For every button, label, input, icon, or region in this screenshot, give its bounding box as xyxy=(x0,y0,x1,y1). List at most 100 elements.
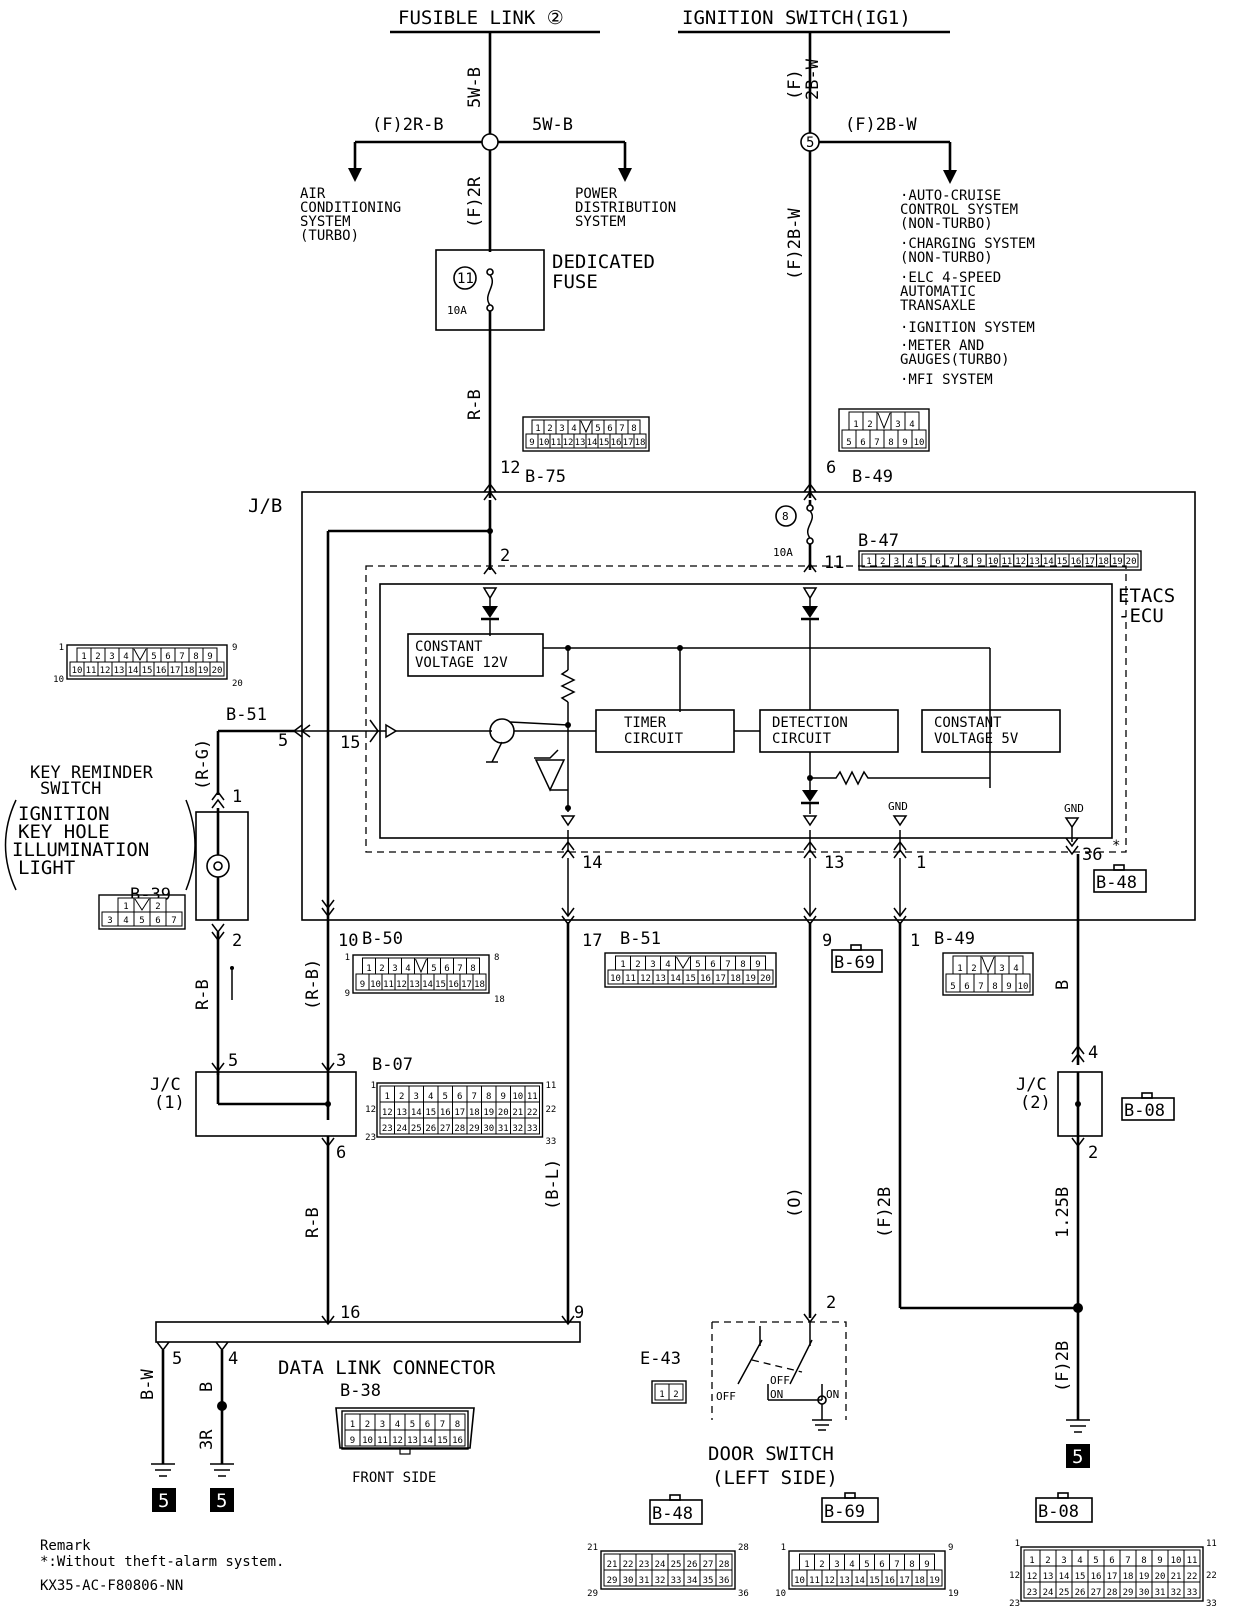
pin-label: 10 xyxy=(370,980,381,990)
pin-label: 13 xyxy=(1043,1572,1054,1582)
pin-label: 9 xyxy=(207,652,212,662)
joint-connector-2: J/C (2) xyxy=(1016,1071,1103,1137)
pin-label: 7 xyxy=(949,557,954,567)
pin-label: 6 xyxy=(964,982,969,992)
pin-label: 7 xyxy=(472,1092,477,1102)
pin-number: 6 xyxy=(336,1143,346,1163)
pin-label: 3 xyxy=(107,916,112,926)
pin-label: 16 xyxy=(1091,1572,1102,1582)
pin-label: 9 xyxy=(360,980,365,990)
pin-label: 15 xyxy=(437,1436,448,1446)
pin-label: 25 xyxy=(411,1124,422,1134)
pin-label: 27 xyxy=(440,1124,451,1134)
svg-text:B-69: B-69 xyxy=(834,953,875,973)
pin-label: 19 xyxy=(198,666,209,676)
pin-label: 21 xyxy=(512,1108,523,1118)
connector-pin xyxy=(472,973,487,991)
connector-pin xyxy=(1123,553,1139,568)
svg-text:VOLTAGE 5V: VOLTAGE 5V xyxy=(934,731,1019,747)
pin-label: 12 xyxy=(382,1108,393,1118)
svg-text:CIRCUIT: CIRCUIT xyxy=(772,731,832,747)
svg-text:SWITCH: SWITCH xyxy=(40,779,101,799)
pin-label: 15 xyxy=(142,666,153,676)
pin-label: 14 xyxy=(128,666,139,676)
pin-label: 22 xyxy=(1187,1572,1198,1582)
pin-label: 6 xyxy=(425,1420,430,1430)
pin-label: 3 xyxy=(392,964,397,974)
branch-air-conditioning: AIR CONDITIONING SYSTEM (TURBO) xyxy=(300,186,401,244)
pin-label: 10 xyxy=(1018,982,1029,992)
pin-label: 24 xyxy=(655,1560,666,1570)
pin-label: 4 xyxy=(395,1420,400,1430)
pin-number: 5 xyxy=(228,1051,238,1071)
svg-text:J/C: J/C xyxy=(1016,1075,1047,1095)
pin-label: 3 xyxy=(1061,1556,1066,1566)
svg-text:KEY REMINDER: KEY REMINDER xyxy=(30,763,154,783)
pin-label: 12 xyxy=(640,974,651,984)
wire-label: 1.25B xyxy=(1053,1187,1073,1238)
pin-corner-label: 33 xyxy=(1206,1599,1217,1609)
pin-label: 7 xyxy=(171,916,176,926)
pin-corner-label: 21 xyxy=(587,1543,598,1553)
pin-label: 8 xyxy=(909,1560,914,1570)
pin-label: 26 xyxy=(1075,1588,1086,1598)
pin-label: 8 xyxy=(631,424,636,434)
pin-label: 8 xyxy=(470,964,475,974)
pin-label: 29 xyxy=(1123,1588,1134,1598)
pin-label: 16 xyxy=(611,438,622,448)
pin-label: 5 xyxy=(151,652,156,662)
pin-corner-label: 11 xyxy=(546,1081,557,1091)
pin-number: 15 xyxy=(340,733,360,753)
pin-label: 23 xyxy=(639,1560,650,1570)
pin-label: 4 xyxy=(849,1560,854,1570)
svg-text:ON: ON xyxy=(826,1388,839,1401)
pin-label: 20 xyxy=(1155,1572,1166,1582)
splice-label: 5 xyxy=(806,135,814,151)
pin-label: 21 xyxy=(1171,1572,1182,1582)
pin-label: 11 xyxy=(1001,557,1012,567)
pin-label: 2 xyxy=(819,1560,824,1570)
svg-text:SYSTEM: SYSTEM xyxy=(575,214,626,230)
pin-label: 1 xyxy=(350,1420,355,1430)
pin-label: 5 xyxy=(950,982,955,992)
pin-label: 10 xyxy=(610,974,621,984)
pin-label: 4 xyxy=(405,964,410,974)
timer-circuit: TIMER CIRCUIT xyxy=(595,709,735,753)
etacs-label: ETACS xyxy=(1118,585,1175,607)
pin-corner-label: 1 xyxy=(781,1543,786,1553)
pin-label: 4 xyxy=(123,652,128,662)
pin-label: 2 xyxy=(880,557,885,567)
pin-label: 5 xyxy=(443,1092,448,1102)
pin-label: 17 xyxy=(623,438,634,448)
pin-label: 16 xyxy=(1070,557,1081,567)
pin-label: 6 xyxy=(607,424,612,434)
pin-label: 16 xyxy=(452,1436,463,1446)
svg-text:(NON-TURBO): (NON-TURBO) xyxy=(900,250,993,266)
svg-text:CONTROL SYSTEM: CONTROL SYSTEM xyxy=(900,202,1018,218)
pin-label: 8 xyxy=(888,438,893,448)
pin-label: 27 xyxy=(1091,1588,1102,1598)
pin-label: 28 xyxy=(454,1124,465,1134)
pin-label: 29 xyxy=(469,1124,480,1134)
pin-label: 8 xyxy=(963,557,968,567)
wire-label: (F)2B-W xyxy=(785,208,805,280)
pin-label: 9 xyxy=(755,960,760,970)
svg-text:DATA LINK CONNECTOR: DATA LINK CONNECTOR xyxy=(278,1357,496,1379)
pin-label: 16 xyxy=(448,980,459,990)
pin-corner-label: 9 xyxy=(345,989,350,999)
pin-label: 1 xyxy=(957,964,962,974)
pin-label: 5 xyxy=(921,557,926,567)
pin-label: 2 xyxy=(635,960,640,970)
pin-corner-label: 18 xyxy=(494,995,505,1005)
pin-label: 24 xyxy=(396,1124,407,1134)
pin-label: 4 xyxy=(571,424,576,434)
pin-number: 2 xyxy=(500,546,510,566)
pin-label: 6 xyxy=(860,438,865,448)
svg-text:AUTOMATIC: AUTOMATIC xyxy=(900,284,976,300)
pin-label: 17 xyxy=(1107,1572,1118,1582)
pin-label: 7 xyxy=(457,964,462,974)
